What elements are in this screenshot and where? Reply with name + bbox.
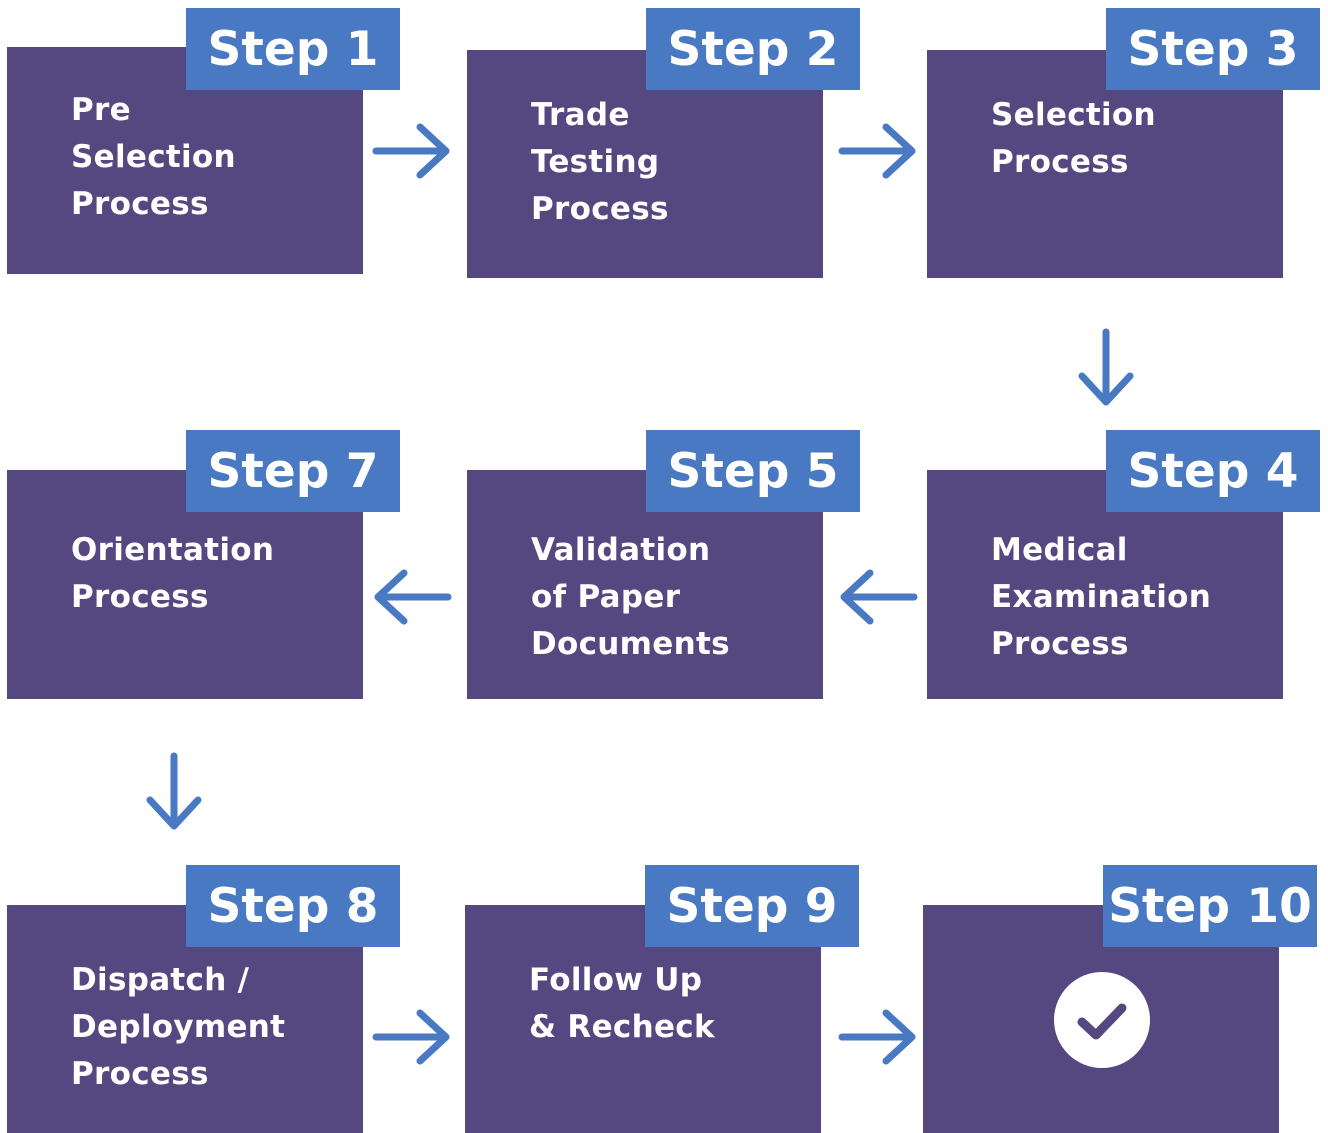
step-5-line-3: Documents	[531, 626, 730, 662]
step-2-tag: Step 2	[646, 8, 860, 90]
step-2-box: Trade Testing Process	[467, 50, 823, 278]
step-9-tag: Step 9	[645, 865, 859, 947]
step-2-line-3: Process	[531, 191, 669, 227]
step-4-line-3: Process	[991, 626, 1129, 662]
step-7-box: Orientation Process	[7, 470, 363, 699]
arrow-left-icon	[840, 569, 918, 625]
step-4-line-2: Examination	[991, 579, 1212, 615]
step-1-line-2: Selection	[71, 139, 236, 175]
checkmark-circle-icon	[1054, 972, 1150, 1068]
step-9-box: Follow Up & Recheck	[465, 905, 821, 1133]
step-9-line-1: Follow Up	[529, 962, 703, 998]
step-5-text: Validation of Paper Documents	[531, 527, 730, 668]
arrow-down-icon	[1078, 328, 1134, 406]
step-9-text: Follow Up & Recheck	[529, 957, 715, 1051]
step-1-line-1: Pre	[71, 92, 131, 128]
step-4-tag: Step 4	[1106, 430, 1320, 512]
step-4-line-1: Medical	[991, 532, 1128, 568]
step-5-tag: Step 5	[646, 430, 860, 512]
step-5-line-2: of Paper	[531, 579, 681, 615]
arrow-left-icon	[374, 569, 452, 625]
step-9-line-2: & Recheck	[529, 1009, 715, 1045]
arrow-right-icon	[838, 1009, 916, 1065]
step-5-line-1: Validation	[531, 532, 711, 568]
step-2-text: Trade Testing Process	[531, 92, 669, 233]
arrow-right-icon	[838, 123, 916, 179]
step-3-text: Selection Process	[991, 92, 1156, 186]
step-7-text: Orientation Process	[71, 527, 274, 621]
step-3-line-1: Selection	[991, 97, 1156, 133]
arrow-down-icon	[146, 752, 202, 830]
step-8-text: Dispatch / Deployment Process	[71, 957, 285, 1098]
step-3-tag: Step 3	[1106, 8, 1320, 90]
step-4-text: Medical Examination Process	[991, 527, 1211, 668]
step-1-line-3: Process	[71, 186, 209, 222]
step-1-text: Pre Selection Process	[71, 87, 236, 228]
arrow-right-icon	[372, 123, 450, 179]
step-1-tag: Step 1	[186, 8, 400, 90]
arrow-right-icon	[372, 1009, 450, 1065]
step-8-tag: Step 8	[186, 865, 400, 947]
step-10-tag: Step 10	[1103, 865, 1317, 947]
step-7-tag: Step 7	[186, 430, 400, 512]
step-2-line-1: Trade	[531, 97, 630, 133]
step-8-line-2: Deployment	[71, 1009, 286, 1045]
step-3-line-2: Process	[991, 144, 1129, 180]
step-7-line-2: Process	[71, 579, 209, 615]
step-7-line-1: Orientation	[71, 532, 275, 568]
step-5-box: Validation of Paper Documents	[467, 470, 823, 699]
step-8-line-1: Dispatch /	[71, 962, 250, 998]
step-2-line-2: Testing	[531, 144, 660, 180]
step-8-line-3: Process	[71, 1056, 209, 1092]
